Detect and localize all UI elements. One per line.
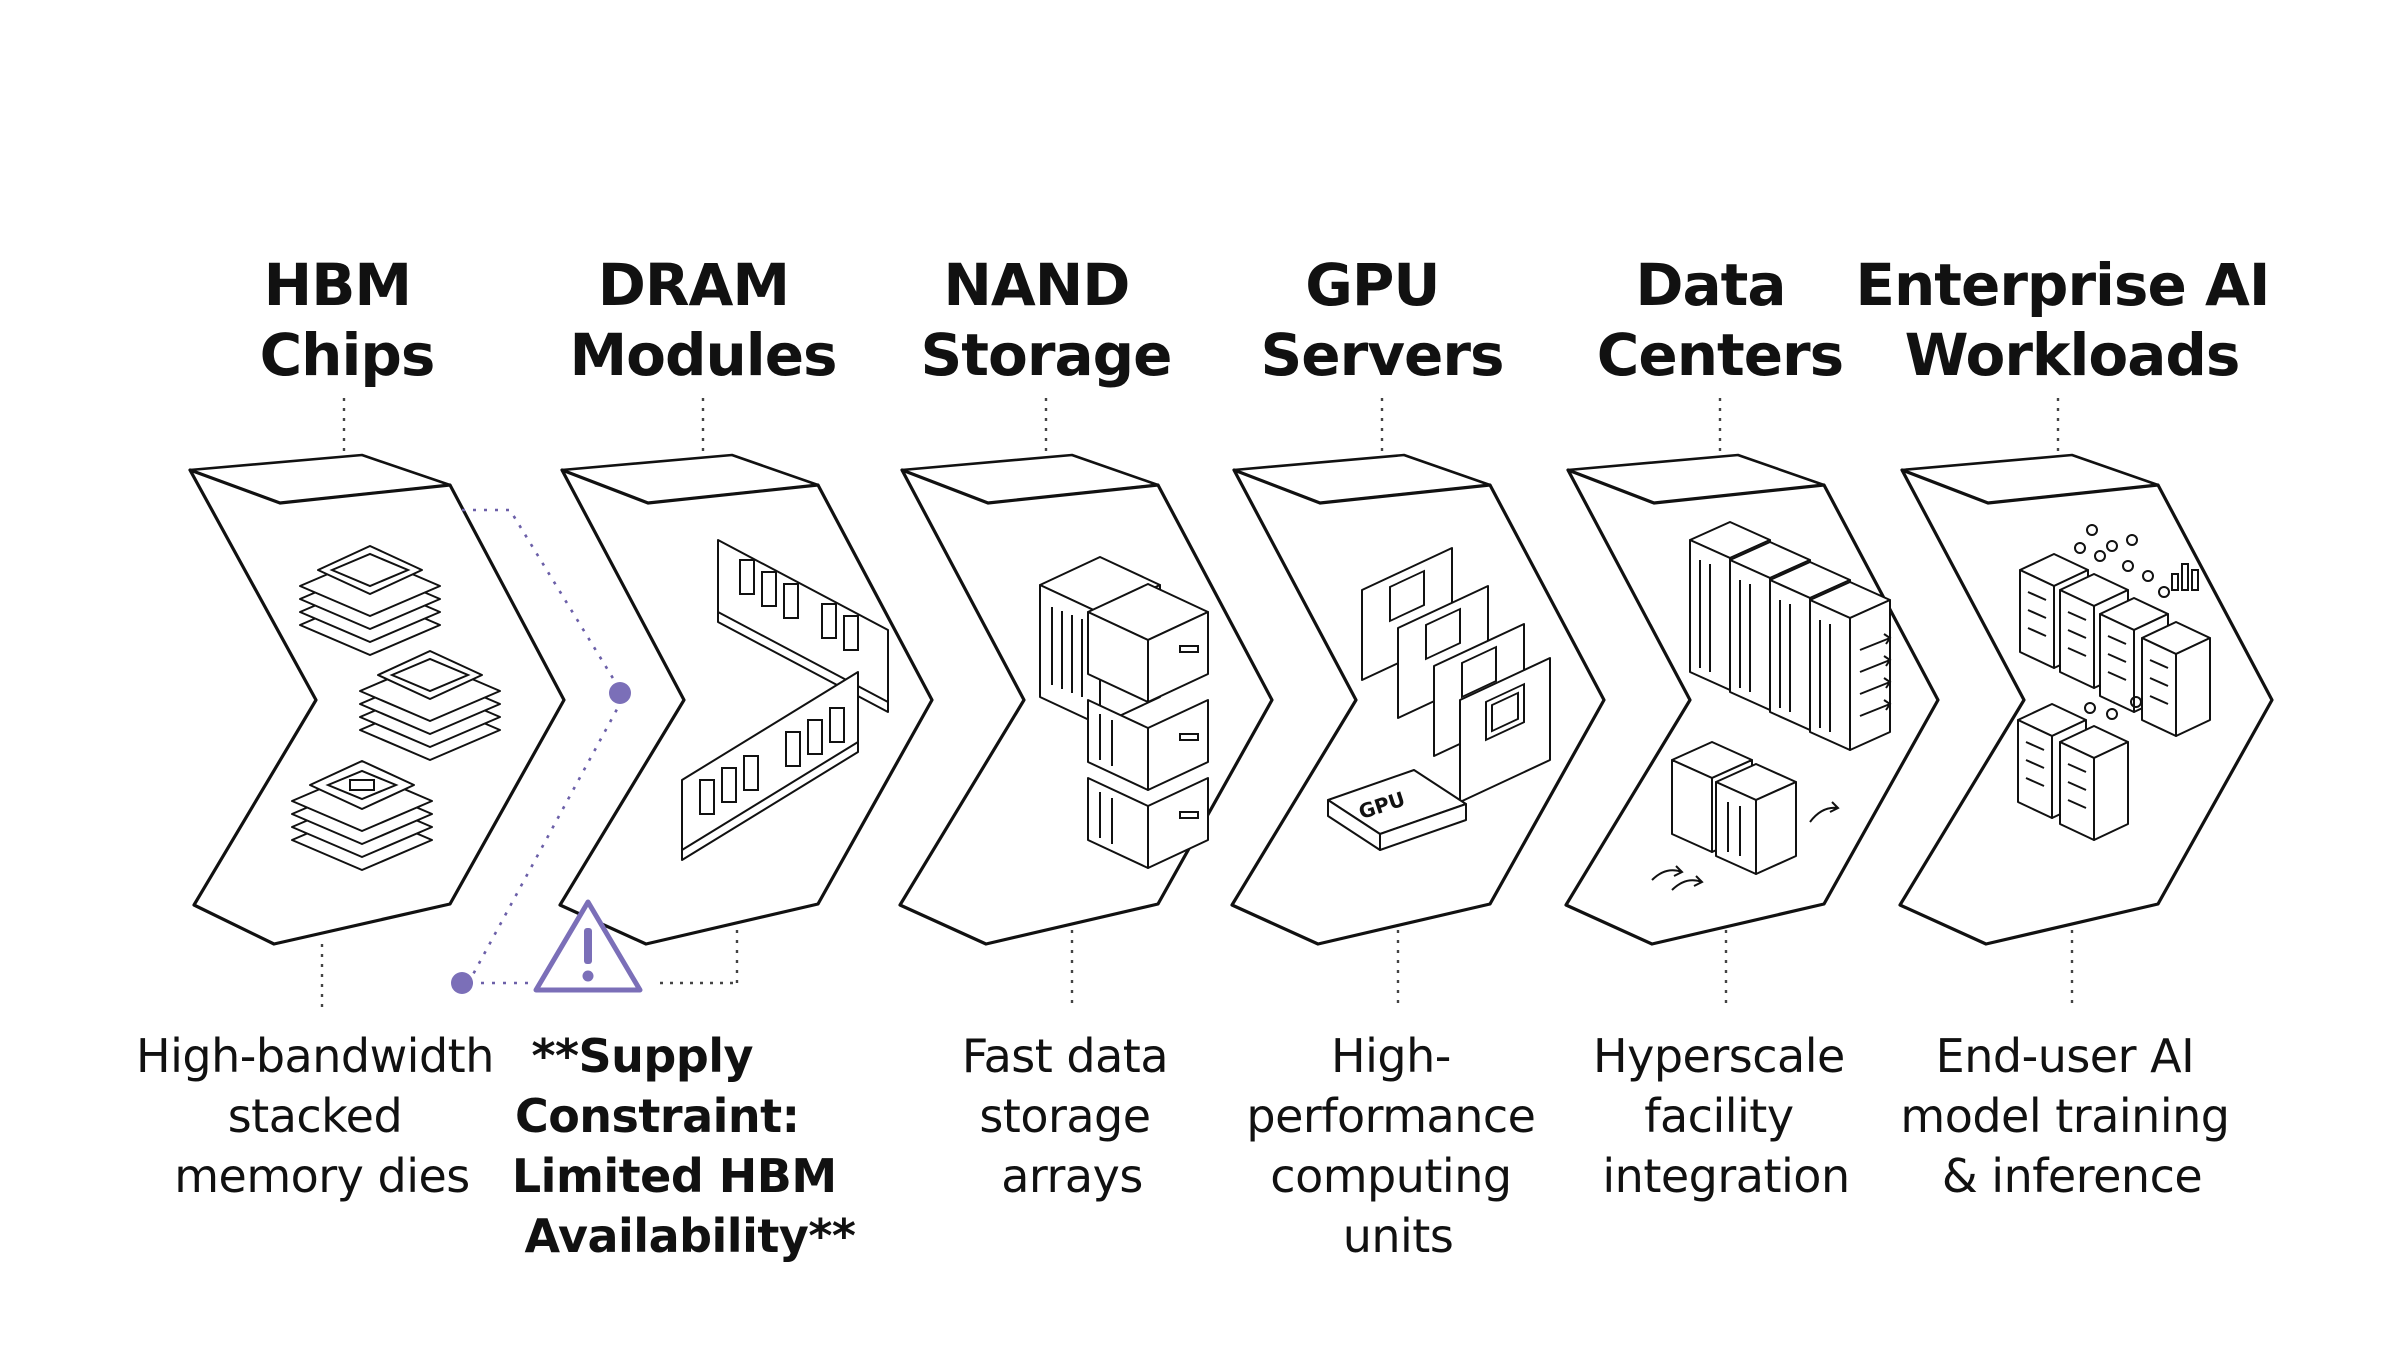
stage-title-line: Data	[1635, 251, 1785, 319]
stage-caption-line: units	[1343, 1209, 1454, 1263]
stage-caption-line: model training	[1900, 1089, 2229, 1143]
stage-title-line: Enterprise AI	[1855, 251, 2269, 319]
stage-caption-line: & inference	[1942, 1149, 2202, 1203]
stage-title-line: Storage	[921, 321, 1172, 389]
stage-caption-line: stacked	[228, 1089, 402, 1143]
dram-module-icon	[681, 539, 889, 861]
gpu-card-icon: GPU	[1327, 547, 1551, 851]
hbm-stack-icon	[291, 545, 501, 871]
stage-nand: NAND Storage	[898, 251, 1274, 1203]
stage-title: GPU Servers	[1261, 251, 1504, 389]
warning-triangle-icon	[533, 899, 643, 993]
stage-caption-line: **Supply	[531, 1029, 753, 1083]
stage-title-line: GPU	[1305, 251, 1439, 319]
stage-caption-line: performance	[1246, 1089, 1535, 1143]
stage-title-line: Workloads	[1905, 321, 2240, 389]
stage-caption-line: storage	[979, 1089, 1150, 1143]
stage-data-centers: Data Centers	[1564, 251, 1940, 1203]
supply-constraint-callout	[451, 508, 737, 994]
ai-cluster-icon	[2017, 524, 2211, 841]
stage-title: Data Centers	[1597, 251, 1843, 389]
stage-title-line: DRAM	[598, 251, 789, 319]
server-rack-icon	[1651, 521, 1892, 891]
stage-caption-line: Constraint:	[515, 1089, 800, 1143]
stage-caption-line: High-	[1331, 1029, 1451, 1083]
stage-title-line: NAND	[943, 251, 1129, 319]
stage-caption: End-user AI model training & inference	[1900, 1029, 2243, 1203]
stage-caption-line: facility	[1644, 1089, 1793, 1143]
stage-caption-line: Fast data	[962, 1029, 1168, 1083]
stage-caption-line: Limited HBM	[512, 1149, 837, 1203]
stage-caption-line: Availability**	[525, 1209, 856, 1263]
stage-caption: Hyperscale facility integration	[1593, 1029, 1859, 1203]
constraint-node	[451, 972, 473, 994]
stage-caption-line: Hyperscale	[1593, 1029, 1845, 1083]
stage-title-line: HBM	[264, 251, 411, 319]
constraint-path	[468, 699, 624, 981]
stage-gpu: GPU Servers	[1230, 251, 1606, 1263]
stage-title-line: Modules	[569, 321, 836, 389]
stage-title-line: Chips	[260, 321, 435, 389]
stage-caption-line: integration	[1602, 1149, 1849, 1203]
constraint-node	[609, 682, 631, 704]
constraint-caption: **Supply Constraint: Limited HBM Availab…	[512, 1029, 856, 1263]
stage-caption-line: computing	[1270, 1149, 1511, 1203]
stage-enterprise-ai: Enterprise AI Workloads	[1855, 251, 2288, 1203]
stage-caption-line: High-bandwidth	[136, 1029, 494, 1083]
stage-caption: High-bandwidth stacked memory dies	[136, 1029, 508, 1203]
stage-title: Enterprise AI Workloads	[1855, 251, 2288, 389]
stage-caption-line: memory dies	[174, 1149, 470, 1203]
storage-array-icon	[1039, 556, 1209, 869]
stage-caption-line: End-user AI	[1936, 1029, 2195, 1083]
stage-title-line: Centers	[1597, 321, 1843, 389]
stage-caption: Fast data storage arrays	[962, 1029, 1182, 1203]
stage-caption: High- performance computing units	[1246, 1029, 1549, 1263]
stage-title: DRAM Modules	[569, 251, 836, 389]
stage-title-line: Servers	[1261, 321, 1504, 389]
stage-dram: DRAM Modules **Supply Constraint	[512, 251, 934, 1263]
stage-title: NAND Storage	[921, 251, 1172, 389]
stage-hbm: HBM Chips	[136, 251, 566, 1203]
stage-title: HBM Chips	[260, 251, 435, 389]
stage-caption-line: arrays	[1001, 1149, 1143, 1203]
chevron-frame	[558, 468, 934, 946]
